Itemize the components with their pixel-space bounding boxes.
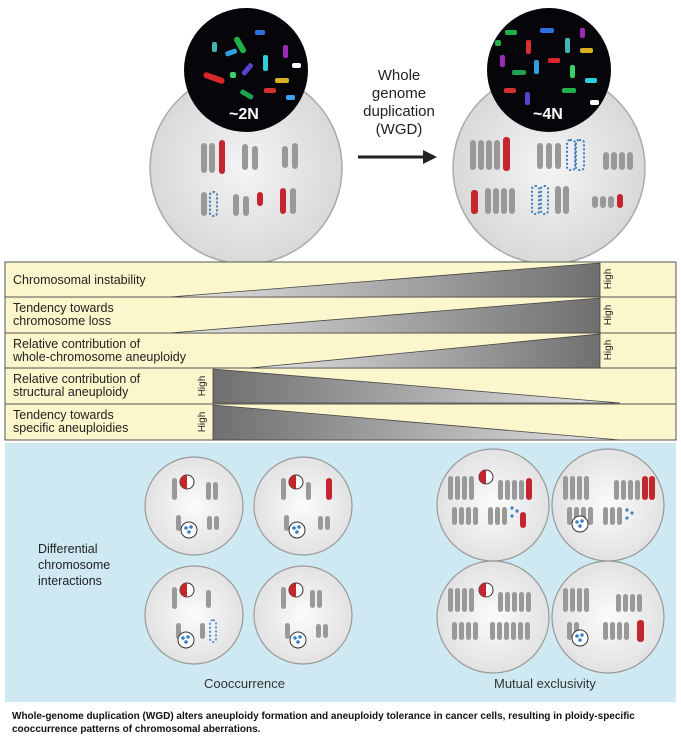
gradient-bands	[4, 261, 677, 441]
cell-exclusivity-2	[551, 448, 665, 562]
wedge-structural-aneuploidy	[212, 368, 621, 404]
side-label-line-2: chromosome	[38, 558, 111, 572]
side-label-line-3: interactions	[38, 574, 102, 588]
figure-caption: Whole-genome duplication (WGD) alters an…	[12, 711, 635, 735]
wgd-label-line-2: genome	[371, 85, 427, 102]
tetraploid-cell	[452, 8, 646, 265]
wedge-specific-aneuploidies	[212, 404, 621, 441]
ploidy-label-2n: ~2N	[229, 106, 259, 123]
wedge-chromosomal-instability	[169, 262, 601, 298]
wedge-chromosome-loss	[169, 297, 601, 334]
wgd-label-line-1: Whole	[377, 67, 421, 84]
side-label-line-1: Differential	[38, 542, 98, 556]
cell-cooccurrence-3	[144, 565, 244, 665]
cell-exclusivity-3	[436, 560, 550, 674]
band-label-whole-chromosome-aneuploidy: Relative contribution of whole-chromosom…	[13, 337, 187, 364]
wgd-label-line-4: (WGD)	[375, 121, 423, 138]
wgd-arrow-label: Whole genome duplication (WGD)	[345, 67, 453, 139]
high-marker-1: High	[603, 268, 614, 290]
wgd-arrow	[358, 150, 437, 164]
high-marker-2: High	[603, 304, 614, 326]
side-label: Differential chromosome interactions	[38, 541, 110, 589]
band-label-structural-aneuploidy: Relative contribution of structural aneu…	[13, 372, 141, 399]
cell-exclusivity-1	[436, 448, 550, 562]
tetraploid-karyotype-image	[495, 28, 599, 105]
cell-cooccurrence-1	[144, 456, 244, 556]
high-marker-4: High	[197, 375, 208, 397]
mutual-exclusivity-caption: Mutual exclusivity	[494, 676, 596, 691]
wgd-label-line-3: duplication	[363, 103, 435, 120]
diploid-cell	[149, 8, 343, 265]
cooccurrence-caption: Cooccurrence	[204, 676, 285, 691]
cell-exclusivity-4	[551, 560, 665, 674]
wedge-whole-chromosome-aneuploidy	[249, 333, 601, 369]
ploidy-label-4n: ~4N	[533, 106, 563, 123]
diploid-karyotype-image	[203, 30, 301, 100]
band-label-specific-aneuploidies: Tendency towards specific aneuploidies	[13, 408, 129, 435]
high-marker-3: High	[603, 339, 614, 361]
cell-cooccurrence-2	[253, 456, 353, 556]
cell-cooccurrence-4	[253, 565, 353, 665]
band-label-chromosomal-instability: Chromosomal instability	[13, 273, 146, 287]
band-label-chromosome-loss: Tendency towards chromosome loss	[13, 301, 114, 328]
high-marker-5: High	[197, 411, 208, 433]
